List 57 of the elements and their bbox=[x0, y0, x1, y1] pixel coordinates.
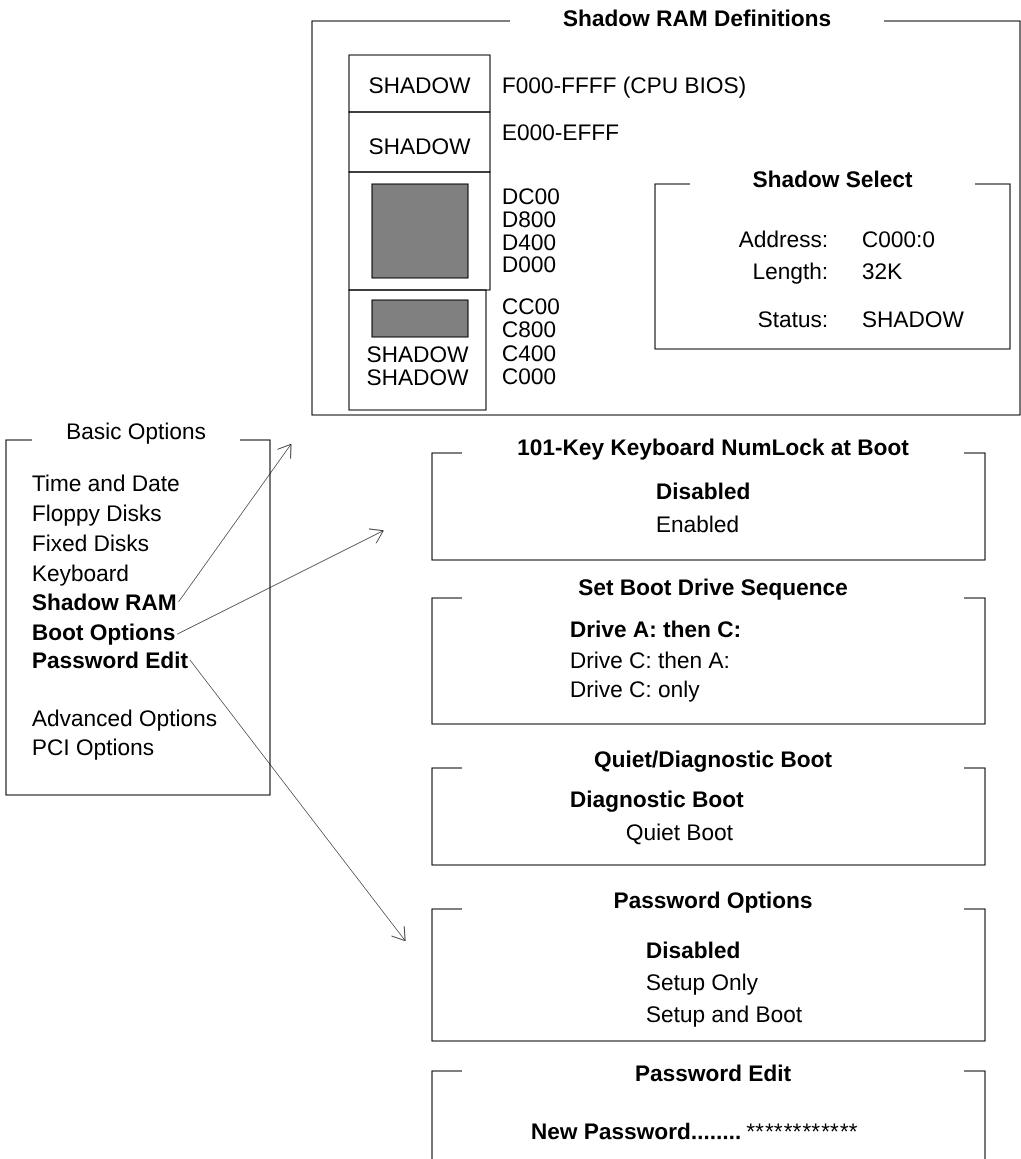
menu-item: PCI Options bbox=[33, 738, 154, 760]
option-text: Drive C: then A: bbox=[571, 651, 728, 669]
option-text: Diagnostic Boot bbox=[571, 790, 744, 812]
address-label: E000-EFFF bbox=[503, 124, 619, 141]
menu-item: Boot Options bbox=[33, 623, 175, 645]
option-text: Enabled bbox=[657, 515, 738, 533]
field-value: 32K bbox=[862, 263, 902, 280]
panel-title: Set Boot Drive Sequence bbox=[578, 578, 847, 600]
address-label: C000 bbox=[503, 368, 556, 385]
panel-title: Quiet/Diagnostic Boot bbox=[594, 750, 832, 772]
menu-item: Keyboard bbox=[33, 564, 128, 586]
menu-item: Password Edit bbox=[33, 651, 188, 669]
password-mask: ** bbox=[821, 1123, 839, 1132]
password-mask: ** bbox=[746, 1123, 764, 1132]
field-label: Address: bbox=[738, 230, 827, 248]
panel-title: Basic Options bbox=[67, 422, 206, 444]
field-label: Length: bbox=[754, 262, 827, 284]
option-text: Disabled bbox=[647, 941, 739, 959]
block-label: SHADOW bbox=[369, 77, 471, 94]
option-text: Setup and Boot bbox=[646, 1005, 802, 1027]
password-mask: ** bbox=[802, 1123, 820, 1132]
panel-title: Shadow RAM Definitions bbox=[563, 9, 831, 27]
option-text: Quiet Boot bbox=[626, 823, 733, 845]
menu-item: Floppy Disks bbox=[33, 504, 161, 526]
password-label: New Password........ bbox=[532, 1122, 740, 1140]
address-label: F000-FFFF (CPU BIOS) bbox=[503, 76, 745, 98]
password-mask: ** bbox=[840, 1123, 858, 1132]
option-text: Setup Only bbox=[646, 973, 758, 995]
menu-item: Time and Date bbox=[32, 474, 179, 492]
panel-title: Shadow Select bbox=[753, 170, 913, 188]
address-label: D000 bbox=[503, 256, 556, 273]
address-label: C400 bbox=[503, 345, 556, 362]
panel-title: 101-Key Keyboard NumLock at Boot bbox=[518, 438, 909, 460]
panel-title: Password Options bbox=[615, 891, 812, 913]
option-text: Drive C: only bbox=[571, 680, 700, 702]
arrow bbox=[178, 443, 292, 603]
arrow bbox=[176, 528, 384, 635]
option-text: Drive A: then C: bbox=[571, 620, 739, 638]
block-label: SHADOW bbox=[367, 346, 469, 363]
block-label: SHADOW bbox=[369, 138, 471, 155]
field-value: C000:0 bbox=[863, 231, 935, 248]
address-label: D800 bbox=[503, 211, 556, 228]
password-mask: ** bbox=[765, 1123, 783, 1132]
address-label: DC00 bbox=[503, 188, 559, 205]
panel-title: Password Edit bbox=[636, 1064, 791, 1082]
address-label: C800 bbox=[503, 321, 556, 338]
menu-item: Shadow RAM bbox=[32, 593, 176, 611]
address-label: CC00 bbox=[503, 298, 559, 315]
menu-item: Fixed Disks bbox=[33, 534, 149, 552]
address-label: D400 bbox=[503, 234, 556, 251]
field-label: Status: bbox=[758, 311, 827, 328]
password-mask: ** bbox=[784, 1123, 801, 1132]
field-value: SHADOW bbox=[862, 311, 964, 328]
menu-item: Advanced Options bbox=[31, 709, 217, 731]
block-label: SHADOW bbox=[367, 369, 469, 386]
option-text: Disabled bbox=[657, 482, 749, 500]
arrow bbox=[189, 659, 406, 941]
